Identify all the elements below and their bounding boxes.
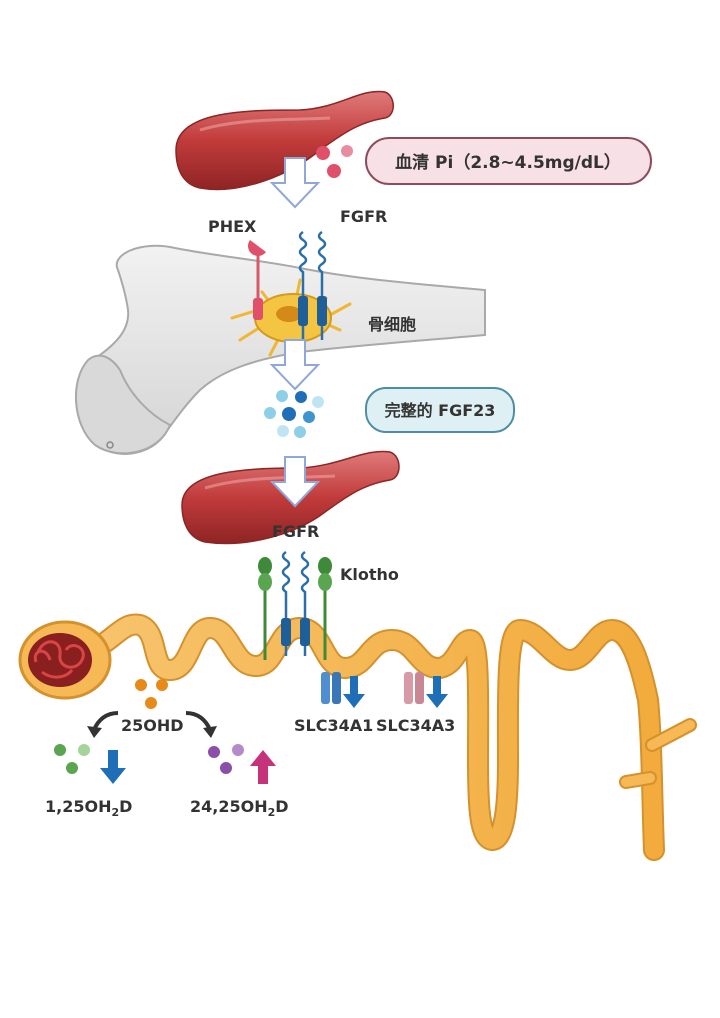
serum-pi-badge: 血清 Pi（2.8~4.5mg/dL） xyxy=(365,137,652,185)
serum-pi-label: 血清 Pi（2.8~4.5mg/dL） xyxy=(395,152,621,173)
slc34a3-transporter xyxy=(404,672,424,704)
phosphate-dots xyxy=(316,145,353,178)
intact-fgf23-label: 完整的 FGF23 xyxy=(385,401,496,420)
vessel-highlight xyxy=(204,474,336,490)
blue-down-arrow-icon xyxy=(426,676,448,708)
pink-up-arrow-icon xyxy=(250,750,276,784)
klotho-label: Klotho xyxy=(340,565,399,584)
phex-protein xyxy=(248,240,266,320)
blood-vessel-top xyxy=(175,90,394,191)
2425oh2d-dots xyxy=(208,744,244,774)
blue-down-arrow-icon xyxy=(343,676,365,708)
25ohd-label: 25OHD xyxy=(121,716,184,735)
fgfr-kidney-label: FGFR xyxy=(272,522,319,541)
nephron-tubule xyxy=(64,613,697,861)
slc34a1-label: SLC34A1 xyxy=(294,716,373,735)
hollow-down-arrow-icon xyxy=(269,157,321,209)
vessel-highlight xyxy=(199,116,331,132)
25ohd-dots xyxy=(135,679,168,709)
hollow-down-arrow-icon xyxy=(269,456,321,508)
2425oh2d-label: 24,25OH2D xyxy=(190,797,289,819)
hollow-down-arrow-icon xyxy=(269,339,321,391)
blue-down-arrow-icon xyxy=(100,750,126,784)
intact-fgf23-badge: 完整的 FGF23 xyxy=(365,387,515,433)
125oh2d-dots xyxy=(54,744,90,774)
osteocyte-label: 骨细胞 xyxy=(368,315,416,334)
125oh2d-label: 1,25OH2D xyxy=(45,797,132,819)
fgf23-dots xyxy=(264,390,324,438)
slc34a1-transporter xyxy=(321,672,341,704)
fgfr-bone-label: FGFR xyxy=(340,207,387,226)
fgfr-receptor-bone xyxy=(298,230,327,340)
femoral-head xyxy=(74,354,172,455)
femur-bone xyxy=(74,244,486,455)
klotho-fgfr-complex xyxy=(258,550,332,660)
glomerulus xyxy=(18,620,112,700)
curved-arrow-icon xyxy=(185,711,212,731)
phex-label: PHEX xyxy=(208,217,257,236)
slc34a3-label: SLC34A3 xyxy=(376,716,455,735)
